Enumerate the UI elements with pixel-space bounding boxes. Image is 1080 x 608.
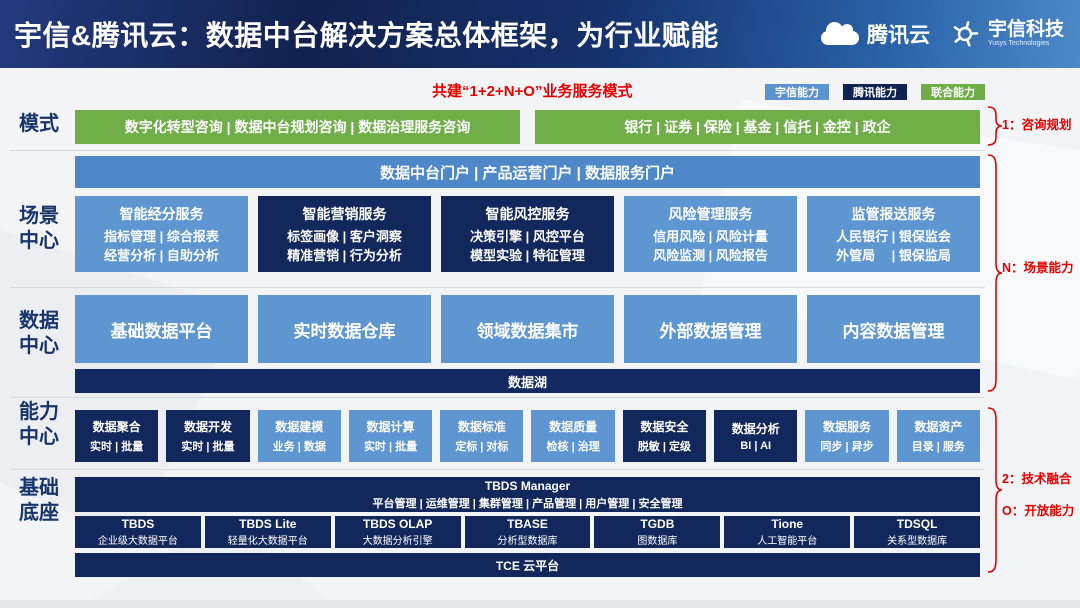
base-product-boxes: TBDS 企业级大数据平台 TBDS Lite 轻量化大数据平台 TBDS OL… (75, 516, 981, 548)
product-box-tbds: TBDS 企业级大数据平台 (75, 516, 201, 548)
annotation-scene: N：场景能力 (1002, 261, 1074, 275)
tce-cloud-bar: TCE 云平台 (75, 553, 980, 577)
brace-scene (987, 154, 1003, 392)
data-center-boxes: 基础数据平台 实时数据仓库 领域数据集市 外部数据管理 内容数据管理 (75, 295, 980, 363)
yusys-logo: 宇信科技 Yusys Technologies (950, 19, 1064, 49)
slogan-text: 共建“1+2+N+O”业务服务模式 (432, 83, 633, 100)
capability-box-development: 数据开发 实时 | 批量 (166, 410, 250, 462)
legend-tencent-capability: 腾讯能力 (843, 84, 907, 100)
section-divider (10, 287, 985, 288)
mode-industry-box: 银行 | 证券 | 保险 | 基金 | 信托 | 金控 | 政企 (535, 110, 980, 144)
header-banner: 宇信&腾讯云：数据中台解决方案总体框架，为行业赋能 腾讯云 (0, 0, 1080, 68)
yusys-logo-text: 宇信科技 (987, 19, 1064, 41)
brace-consulting (987, 106, 1003, 146)
portal-bar: 数据中台门户 | 产品运营门户 | 数据服务门户 (75, 156, 980, 188)
capability-boxes: 数据聚合 实时 | 批量 数据开发 实时 | 批量 数据建模 业务 | 数据 数… (75, 410, 980, 462)
scene-box-risk-management: 风险管理服务 信用风险 | 风险计量 风险监测 | 风险报告 (624, 196, 797, 272)
data-box-external-data: 外部数据管理 (624, 295, 797, 363)
product-box-tbase: TBASE 分析型数据库 (464, 516, 591, 548)
row-label-capability-center: 能力 中心 (19, 401, 59, 448)
bottom-strip (0, 600, 1080, 608)
capability-box-services: 数据服务 同步 | 异步 (805, 410, 889, 462)
mode-consulting-box: 数字化转型咨询 | 数据中台规划咨询 | 数据治理服务咨询 (75, 110, 520, 144)
annotation-tech: 2：技术融合 (1002, 472, 1072, 486)
product-box-tgdb: TGDB 图数据库 (594, 516, 721, 548)
capability-box-modeling: 数据建模 业务 | 数据 (257, 410, 341, 462)
capability-box-assets: 数据资产 目录 | 服务 (896, 410, 980, 462)
product-box-tdsql: TDSQL 关系型数据库 (854, 516, 981, 548)
annotation-consulting: 1：咨询规划 (1002, 118, 1072, 132)
row-label-mode: 模式 (19, 113, 59, 135)
logo-area: 腾讯云 宇信科技 Yusys Technologies (820, 0, 1064, 68)
page-title: 宇信&腾讯云：数据中台解决方案总体框架，为行业赋能 (14, 20, 719, 51)
section-divider (10, 469, 985, 470)
cloud-icon (820, 22, 859, 45)
tencent-cloud-logo-text: 腾讯云 (866, 24, 930, 47)
capability-box-quality: 数据质量 检核 | 治理 (531, 410, 615, 462)
tencent-cloud-logo: 腾讯云 (820, 19, 930, 49)
brace-tech-open (987, 407, 1003, 573)
capability-box-analytics: 数据分析 BI | AI (714, 410, 798, 462)
annotation-open: O：开放能力 (1002, 504, 1075, 518)
section-divider (10, 150, 985, 151)
scene-boxes: 智能经分服务 指标管理 | 综合报表 经营分析 | 自助分析 智能营销服务 标签… (75, 196, 980, 272)
capability-box-aggregation: 数据聚合 实时 | 批量 (75, 410, 159, 462)
legend-yusys-capability: 宇信能力 (765, 84, 829, 100)
data-box-content-data: 内容数据管理 (807, 295, 980, 363)
row-label-base-foundation: 基础 底座 (19, 477, 59, 524)
legend-joint-capability: 联合能力 (921, 84, 985, 100)
product-box-tbds-olap: TBDS OLAP 大数据分析引擎 (334, 516, 461, 548)
capability-box-computing: 数据计算 实时 | 批量 (348, 410, 433, 462)
capability-box-standards: 数据标准 定标 | 对标 (440, 410, 524, 462)
data-box-realtime-warehouse: 实时数据仓库 (258, 295, 431, 363)
capability-legend: 宇信能力 腾讯能力 联合能力 (765, 84, 985, 100)
scene-box-business-analytics: 智能经分服务 指标管理 | 综合报表 经营分析 | 自助分析 (75, 196, 248, 272)
data-box-domain-mart: 领域数据集市 (441, 295, 614, 363)
row-label-data-center: 数据 中心 (19, 310, 59, 357)
row-label-scene-center: 场景 中心 (19, 205, 59, 252)
pinwheel-icon (953, 21, 979, 47)
data-lake-bar: 数据湖 (75, 369, 980, 393)
tbds-manager-bar: TBDS Manager 平台管理 | 运维管理 | 集群管理 | 产品管理 |… (75, 477, 980, 512)
scene-box-risk-control: 智能风控服务 决策引擎 | 风控平台 模型实验 | 特征管理 (441, 196, 614, 272)
section-divider (10, 397, 985, 398)
yusys-logo-subtext: Yusys Technologies (987, 40, 1050, 48)
scene-box-marketing: 智能营销服务 标签画像 | 客户洞察 精准营销 | 行为分析 (258, 196, 431, 272)
product-box-tbds-lite: TBDS Lite 轻量化大数据平台 (204, 516, 331, 548)
scene-box-regulatory-reporting: 监管报送服务 人民银行 | 银保监会 外管局 | 银保监局 (807, 196, 980, 272)
data-box-basic-platform: 基础数据平台 (75, 295, 248, 363)
product-box-tione: Tione 人工智能平台 (724, 516, 851, 548)
capability-box-security: 数据安全 脱敏 | 定级 (622, 410, 707, 462)
